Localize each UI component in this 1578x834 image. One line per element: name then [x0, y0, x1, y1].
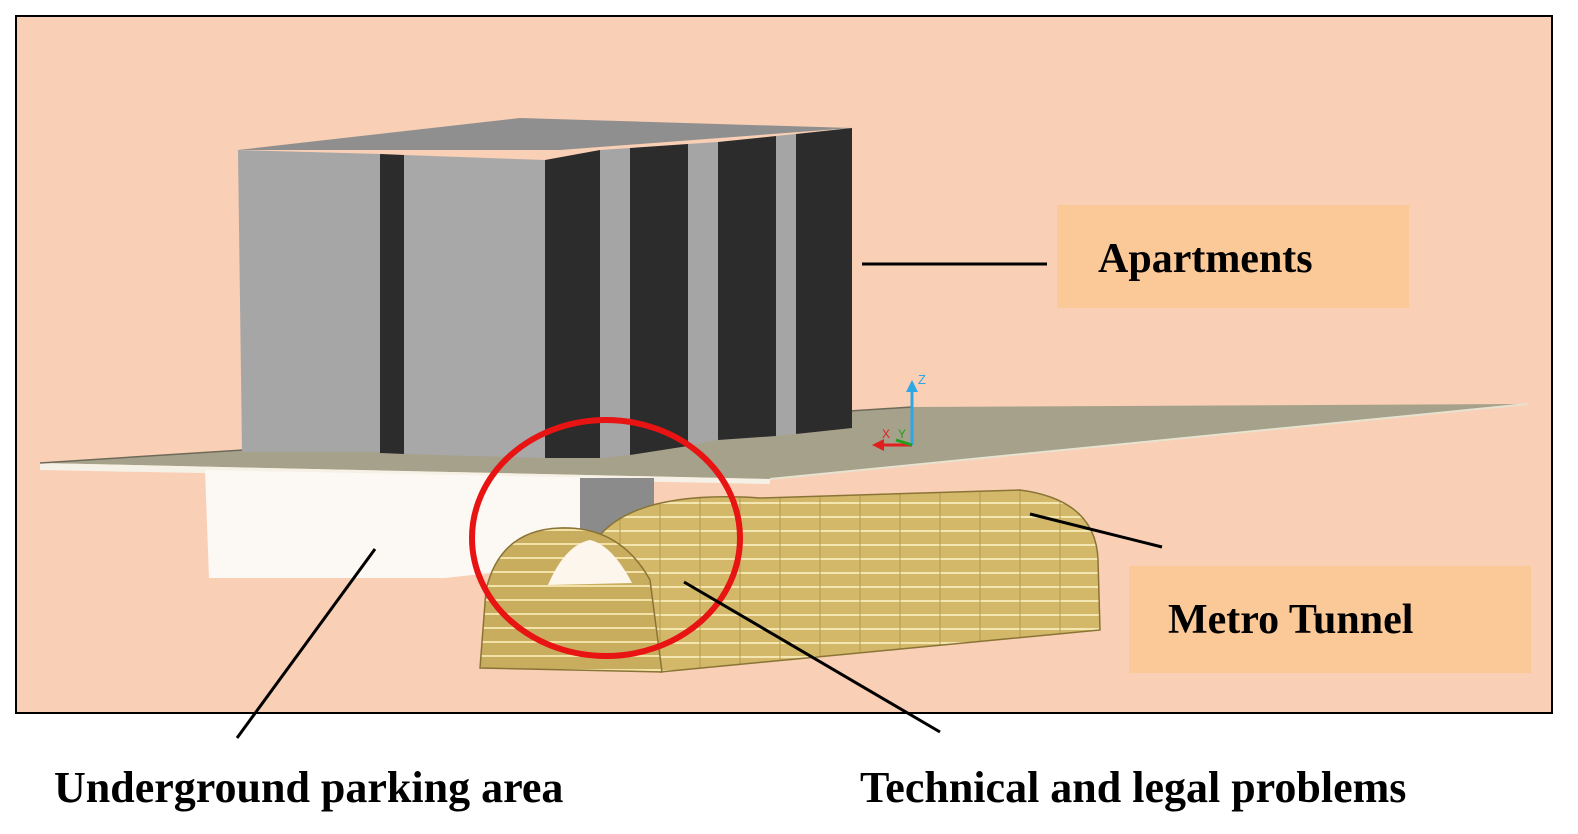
axis-x-label: X: [882, 427, 890, 441]
underground-parking-label: Underground parking area: [54, 763, 563, 812]
apartments-building: [238, 118, 852, 458]
metro-tunnel: [479, 489, 1101, 673]
metro-tunnel-label: Metro Tunnel: [1168, 597, 1413, 643]
apartments-label-box: [1057, 205, 1409, 308]
problem-highlight-circle: [469, 417, 743, 659]
axis-triad-icon: Z X Y: [872, 372, 926, 451]
metro-tunnel-label-box: [1129, 566, 1531, 673]
axis-z-label: Z: [918, 372, 926, 387]
tunnel-leader-line: [1029, 512, 1163, 549]
apartments-label: Apartments: [1098, 236, 1313, 282]
axis-y-label: Y: [898, 427, 906, 441]
parking-leader-line: [235, 548, 377, 739]
technical-legal-problems-label: Technical and legal problems: [860, 763, 1406, 812]
problems-leader-line: [683, 580, 941, 734]
